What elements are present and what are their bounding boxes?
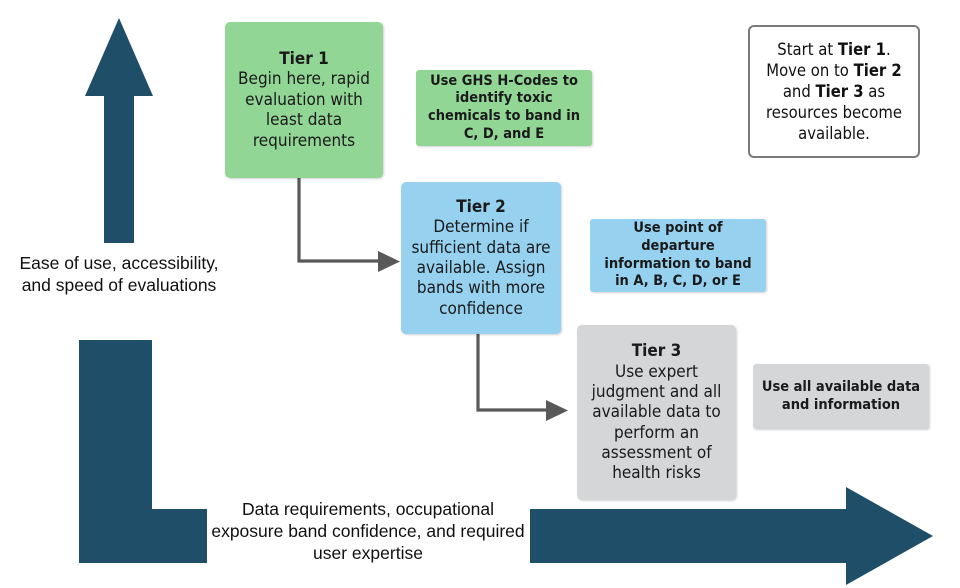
callout-tier-1-text: Use GHS H-Codes to identify toxic chemic… (427, 72, 581, 142)
note-text-run: and (782, 81, 816, 101)
note-text-run: Move on to (766, 60, 854, 80)
callout-tier-1[interactable]: Use GHS H-Codes to identify toxic chemic… (416, 70, 592, 146)
callout-tier-3-text: Use all available data and information (761, 378, 921, 413)
tier-1-box[interactable]: Tier 1 Begin here, rapid evaluation with… (225, 22, 383, 178)
connector-tier1-tier2 (297, 176, 400, 272)
vertical-axis-label: Ease of use, accessibility, and speed of… (18, 252, 220, 296)
tier-2-body: Determine if sufficient data are availab… (411, 217, 551, 319)
callout-tier-2-text: Use point of departure information to ba… (604, 220, 752, 290)
tier-3-body: Use expert judgment and all available da… (591, 361, 722, 484)
note-emphasis: Tier 1 (837, 39, 886, 59)
note-emphasis: Tier 2 (853, 60, 902, 80)
note-text-run: Start at (777, 39, 838, 59)
tier-1-body: Begin here, rapid evaluation with least … (238, 69, 370, 151)
instruction-note-line: Start at Tier 1. (766, 39, 902, 60)
note-text-run: as (863, 81, 886, 101)
instruction-note-line: resources become (766, 102, 902, 123)
horizontal-axis-label: Data requirements, occupational exposure… (208, 498, 528, 564)
note-text-run: resources become (766, 103, 902, 123)
vertical-axis-label-text: Ease of use, accessibility, and speed of… (19, 253, 219, 296)
callout-tier-3[interactable]: Use all available data and information (753, 364, 929, 429)
axis-corner-elbow (79, 340, 207, 563)
connector-tier2-tier3 (476, 331, 568, 421)
horizontal-axis-arrow (530, 487, 933, 585)
note-emphasis: Tier 3 (815, 81, 864, 101)
tier-1-title: Tier 1 (279, 49, 329, 70)
tier-3-title: Tier 3 (631, 341, 682, 362)
note-text-run: available. (798, 124, 870, 144)
note-text-run: . (885, 39, 891, 59)
tier-3-box[interactable]: Tier 3 Use expert judgment and all avail… (577, 325, 736, 500)
instruction-note-line: available. (766, 123, 902, 144)
horizontal-axis-label-text: Data requirements, occupational exposure… (211, 499, 525, 564)
callout-tier-2[interactable]: Use point of departure information to ba… (590, 219, 766, 292)
vertical-axis-arrow (85, 18, 153, 243)
instruction-note-line: and Tier 3 as (766, 81, 902, 102)
tier-2-title: Tier 2 (456, 196, 506, 217)
instruction-note-line: Move on to Tier 2 (766, 60, 902, 81)
tier-2-box[interactable]: Tier 2 Determine if sufficient data are … (401, 182, 561, 334)
